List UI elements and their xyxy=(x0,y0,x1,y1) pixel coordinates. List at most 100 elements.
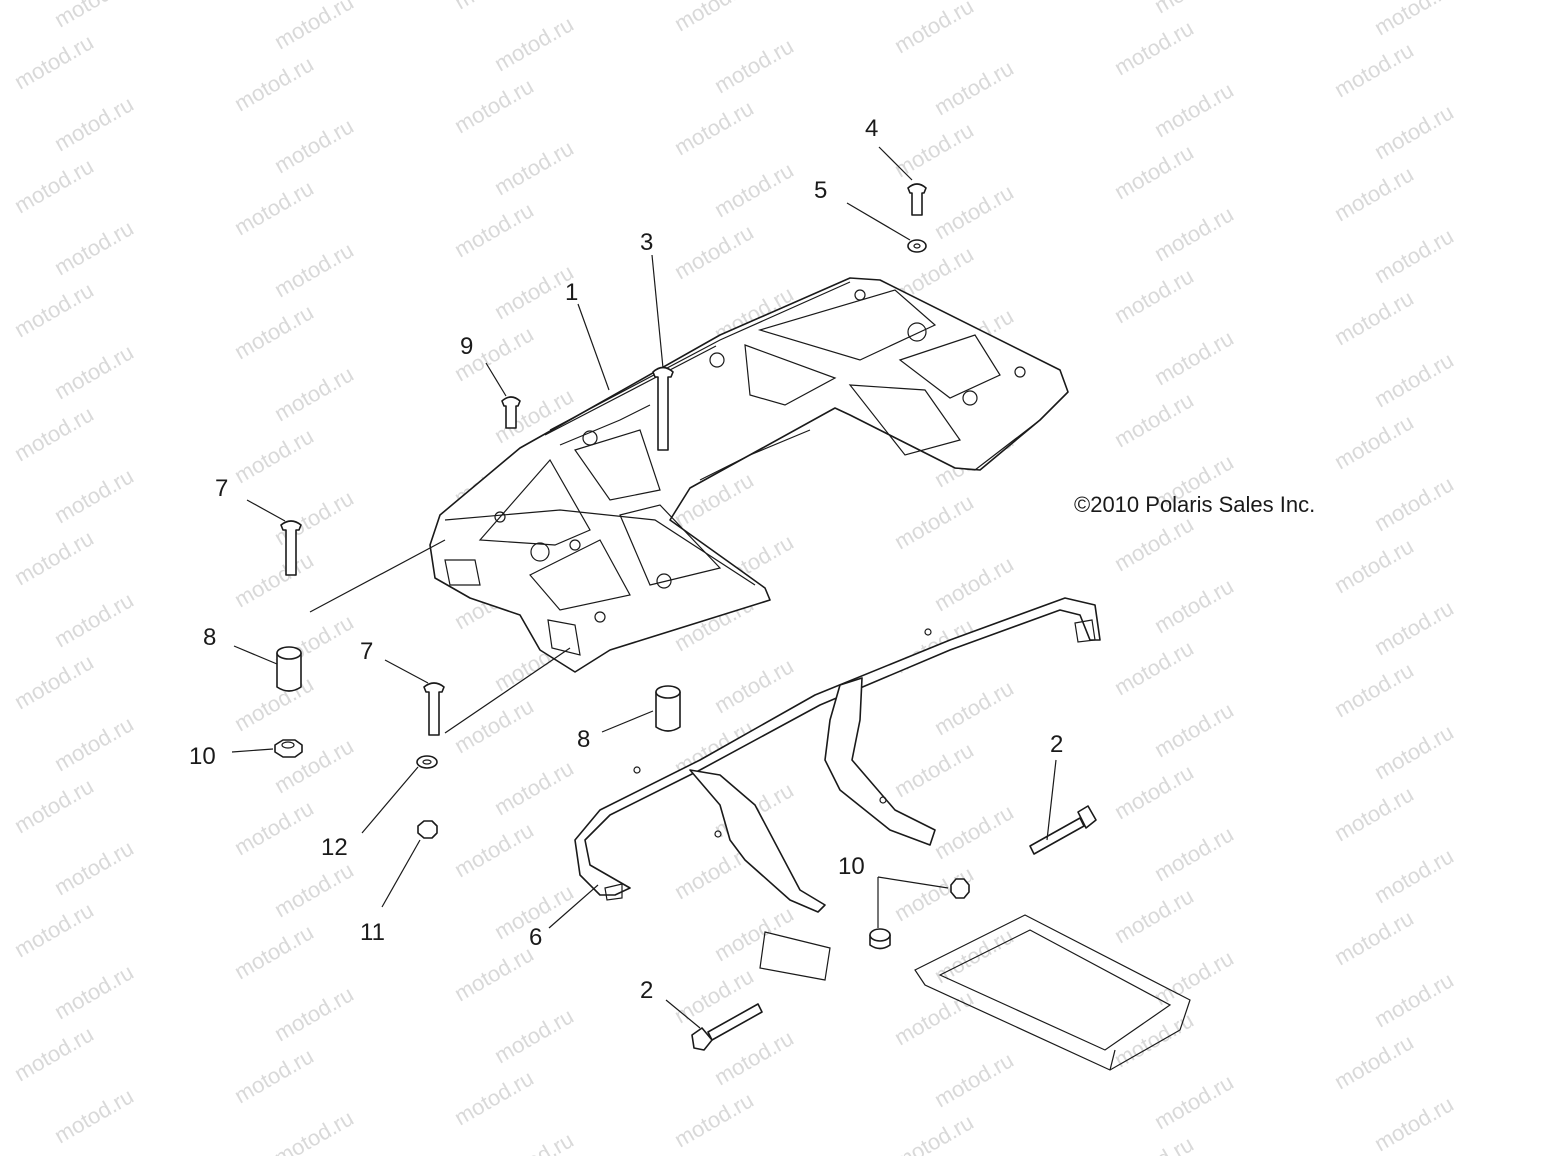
callout-6: 6 xyxy=(529,924,542,951)
watermark-text: motod.ru xyxy=(50,835,138,900)
watermark-text: motod.ru xyxy=(230,795,318,860)
watermark-text: motod.ru xyxy=(1150,945,1238,1010)
spacer-8-left[interactable] xyxy=(276,646,302,692)
nut-11[interactable] xyxy=(417,820,438,839)
watermark-text: motod.ru xyxy=(710,33,798,98)
watermark-text: motod.ru xyxy=(450,693,538,758)
watermark-text: motod.ru xyxy=(1110,263,1198,328)
callout-4: 4 xyxy=(865,115,878,142)
watermark-text: motod.ru xyxy=(1150,0,1238,18)
watermark-text: motod.ru xyxy=(50,91,138,156)
watermark-text: motod.ru xyxy=(1150,1069,1238,1134)
bolt-2-lower[interactable] xyxy=(691,1003,763,1051)
watermark-text: motod.ru xyxy=(270,361,358,426)
callout-8-left: 8 xyxy=(203,624,216,651)
copyright-notice: ©2010 Polaris Sales Inc. xyxy=(1074,492,1316,517)
screw-4[interactable] xyxy=(907,183,927,216)
watermark-text: motod.ru xyxy=(1110,387,1198,452)
watermark-text: motod.ru xyxy=(10,401,98,466)
watermark-text: motod.ru xyxy=(10,153,98,218)
watermark-text: motod.ru xyxy=(1150,201,1238,266)
watermark-text: motod.ru xyxy=(50,215,138,280)
watermark-text: motod.ru xyxy=(1370,967,1458,1032)
bolt-2-right[interactable] xyxy=(1029,805,1097,855)
watermark-text: motod.ru xyxy=(1110,1131,1198,1156)
watermark-text: motod.ru xyxy=(1370,719,1458,784)
watermark-text: motod.ru xyxy=(490,11,578,76)
watermark-text: motod.ru xyxy=(1150,697,1238,762)
watermark-text: motod.ru xyxy=(930,551,1018,616)
watermark-text: motod.ru xyxy=(1330,285,1418,350)
watermark-text: motod.ru xyxy=(1110,883,1198,948)
watermark-text: motod.ru xyxy=(930,675,1018,740)
watermark-text: motod.ru xyxy=(230,1043,318,1108)
watermark-text: motod.ru xyxy=(450,73,538,138)
callout-2-lower: 2 xyxy=(640,977,653,1004)
watermark-text: motod.ru xyxy=(230,671,318,736)
watermark-text: motod.ru xyxy=(270,113,358,178)
watermark-text: motod.ru xyxy=(890,737,978,802)
leader-lines xyxy=(231,146,1057,1029)
watermark-text: motod.ru xyxy=(890,489,978,554)
watermark-text: motod.ru xyxy=(10,649,98,714)
watermark-text: motod.ru xyxy=(270,0,358,54)
watermark-text: motod.ru xyxy=(930,1047,1018,1112)
watermark-text: motod.ru xyxy=(270,485,358,550)
watermark-text: motod.ru xyxy=(1330,1029,1418,1094)
watermark-text: motod.ru xyxy=(1330,409,1418,474)
watermark-text: motod.ru xyxy=(450,197,538,262)
watermark-text: motod.ru xyxy=(50,587,138,652)
watermark-text: motod.ru xyxy=(710,901,798,966)
watermark-text: motod.ru xyxy=(10,773,98,838)
callout-3: 3 xyxy=(640,229,653,256)
watermark-text: motod.ru xyxy=(890,117,978,182)
watermark-text: motod.ru xyxy=(50,1083,138,1148)
watermark-text: motod.ru xyxy=(230,919,318,984)
screw-3[interactable] xyxy=(652,366,674,451)
watermark-text: motod.ru xyxy=(1370,99,1458,164)
rear-rack-part[interactable] xyxy=(429,277,1069,673)
rack-frame-part[interactable] xyxy=(574,597,1101,913)
watermark-text: motod.ru xyxy=(890,985,978,1050)
nut-10-left[interactable] xyxy=(274,739,303,758)
watermark-text: motod.ru xyxy=(1110,511,1198,576)
watermark-text: motod.ru xyxy=(1370,0,1458,40)
bushing-10[interactable] xyxy=(869,928,891,950)
watermark-text: motod.ru xyxy=(670,0,758,36)
watermark-text: motod.ru xyxy=(1150,573,1238,638)
watermark-text: motod.ru xyxy=(230,299,318,364)
watermark-text: motod.ru xyxy=(450,0,538,14)
watermark-text: motod.ru xyxy=(710,1025,798,1090)
watermark-text: motod.ru xyxy=(230,547,318,612)
callout-7-lower: 7 xyxy=(360,638,373,665)
watermark-text: motod.ru xyxy=(50,959,138,1024)
watermark-text: motod.ru xyxy=(930,179,1018,244)
callout-2-right: 2 xyxy=(1050,731,1063,758)
callout-1: 1 xyxy=(565,279,578,306)
cargo-box-outline xyxy=(914,914,1191,1071)
callout-10-right: 10 xyxy=(838,853,865,880)
watermark-text: motod.ru xyxy=(270,857,358,922)
washer-12[interactable] xyxy=(416,755,438,769)
watermark-text: motod.ru xyxy=(10,29,98,94)
watermark-text: motod.ru xyxy=(1330,657,1418,722)
watermark-text: motod.ru xyxy=(1330,533,1418,598)
watermark-text: motod.ru xyxy=(1110,635,1198,700)
screw-9[interactable] xyxy=(501,396,521,429)
watermark-text: motod.ru xyxy=(1150,325,1238,390)
callout-12: 12 xyxy=(321,834,348,861)
watermark-text: motod.ru xyxy=(670,1087,758,1152)
watermark-text: motod.ru xyxy=(1370,347,1458,412)
watermark-text: motod.ru xyxy=(670,95,758,160)
watermark-text: motod.ru xyxy=(930,799,1018,864)
washer-5[interactable] xyxy=(907,239,927,253)
nut-10-right[interactable] xyxy=(950,878,970,899)
watermark-text: motod.ru xyxy=(230,423,318,488)
screw-7-lower[interactable] xyxy=(423,682,445,736)
watermark-text: motod.ru xyxy=(490,755,578,820)
watermark-text: motod.ru xyxy=(230,175,318,240)
spacer-8-center[interactable] xyxy=(655,685,681,732)
screw-7-upper[interactable] xyxy=(280,520,302,576)
